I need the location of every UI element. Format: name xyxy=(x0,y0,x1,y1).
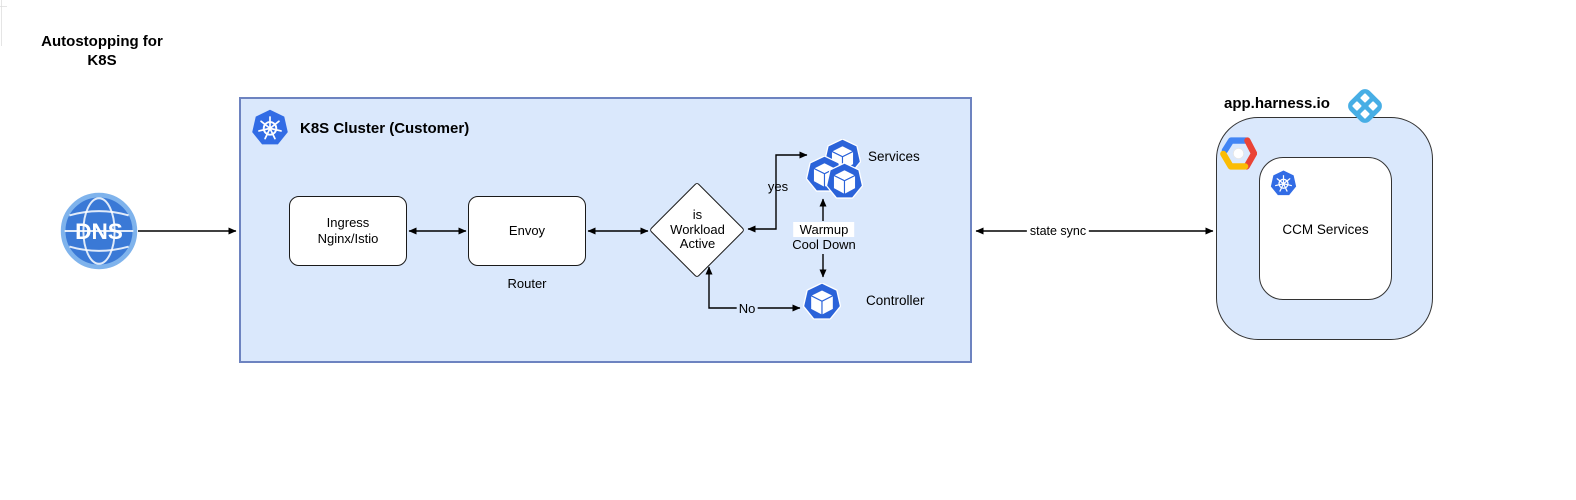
ccm-services-label: CCM Services xyxy=(1282,222,1369,237)
pod-icon xyxy=(803,283,841,321)
edge-yes-to-services xyxy=(747,151,808,233)
kubernetes-icon xyxy=(1270,170,1297,197)
kubernetes-icon xyxy=(251,109,289,147)
warmup-label: Warmup xyxy=(793,222,855,237)
harness-ccm-icon xyxy=(1348,89,1382,123)
window-edge-line xyxy=(1,0,2,46)
edge-label-yes: yes xyxy=(767,179,789,194)
cluster-title: K8S Cluster (Customer) xyxy=(300,120,470,137)
edge-label-no: No xyxy=(736,301,758,316)
harness-domain-label: app.harness.io xyxy=(1224,95,1330,112)
dns-label: DNS xyxy=(75,219,123,244)
router-caption: Router xyxy=(507,276,547,291)
window-edge-line xyxy=(0,6,7,7)
services-label: Services xyxy=(868,149,920,164)
pod-cluster-icon xyxy=(806,139,863,199)
page-title: Autostopping for K8S xyxy=(41,33,163,69)
decision-label: is Workload Active xyxy=(670,206,725,252)
edge-label-state-sync: state sync xyxy=(1026,224,1090,238)
node-envoy: Envoy xyxy=(468,196,586,266)
node-ingress: Ingress Nginx/Istio xyxy=(289,196,407,266)
gcp-icon xyxy=(1220,137,1257,170)
edge-no-to-controller xyxy=(705,266,801,312)
edge-label-warmup-cooldown: Warmup Cool Down xyxy=(792,222,856,252)
dns-globe-icon: DNS xyxy=(60,192,138,270)
controller-label: Controller xyxy=(866,293,925,308)
cooldown-label: Cool Down xyxy=(792,237,856,252)
